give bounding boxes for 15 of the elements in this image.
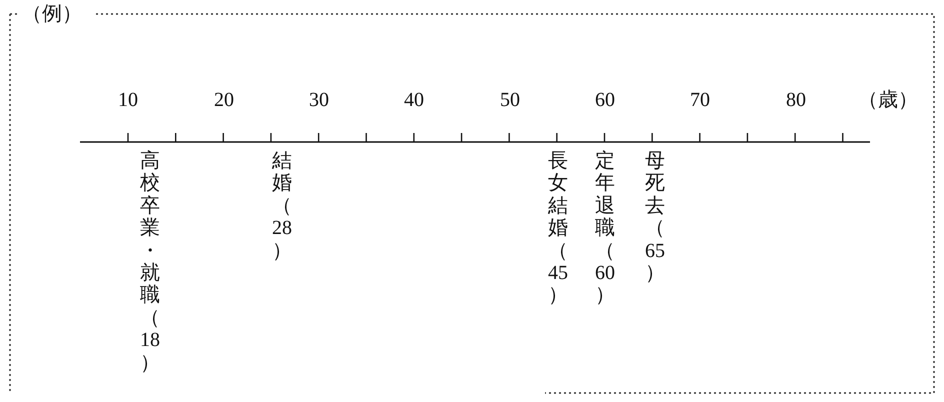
tick-label: 40 [404,90,424,110]
tick-label: 20 [214,90,234,110]
tick-label: 30 [309,90,329,110]
event-label: 高校卒業・就職（18） [139,150,161,374]
tick-label: 50 [500,90,520,110]
heading: （例） [22,4,82,24]
tick-label: 80 [786,90,806,110]
event-label: 母死去（65） [644,150,666,284]
tick-label: 10 [118,90,138,110]
event-label: 結婚（28） [271,150,293,262]
tick-label: 70 [690,90,710,110]
event-label: 長女結婚（45） [547,150,569,307]
event-label: 定年退職（60） [594,150,616,307]
tick-label: 60 [595,90,615,110]
axis-unit-label: （歳） [858,90,918,110]
